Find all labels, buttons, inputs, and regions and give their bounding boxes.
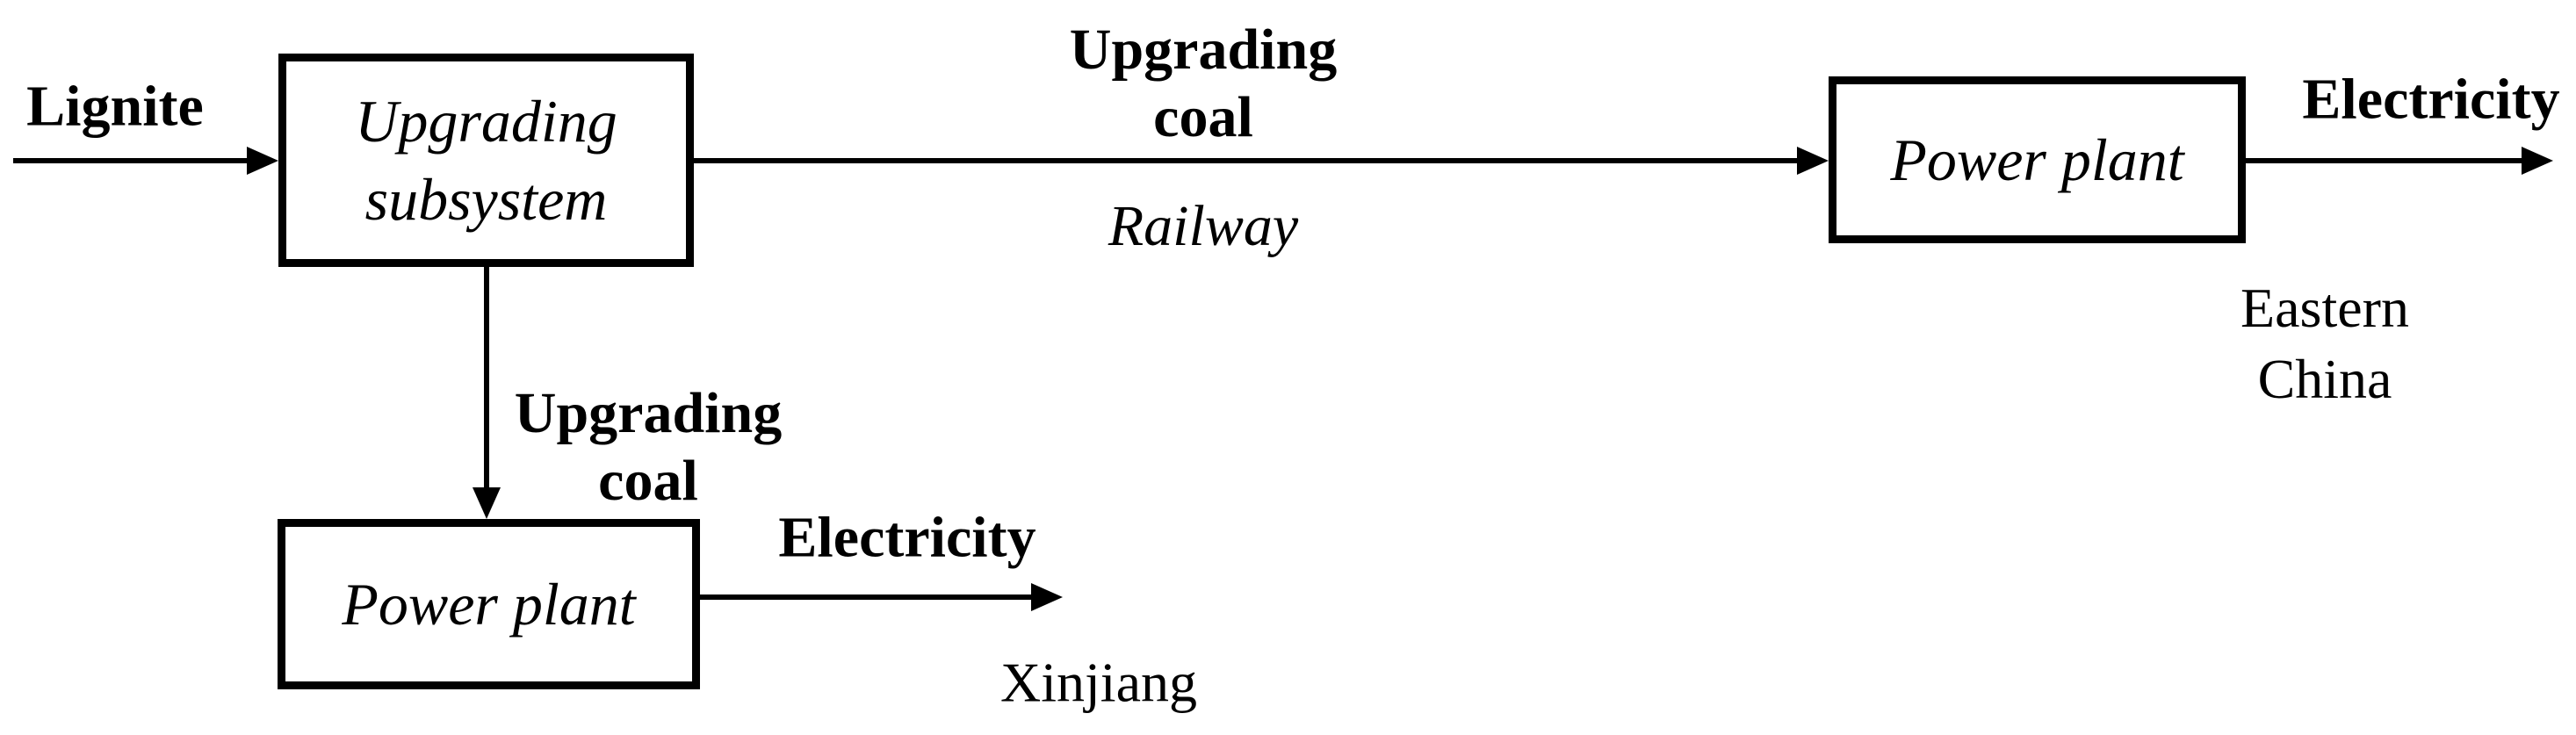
power-plant-west-node: Power plant [278, 519, 700, 689]
electricity-west-label: Electricity [778, 505, 1036, 570]
upgrading-coal-local-label-line2: coal [598, 449, 698, 513]
railway-mode-label: Railway [1108, 194, 1299, 258]
upgrading-coal-rail-label: Upgrading coal [1070, 16, 1337, 151]
power-plant-east-node: Power plant [1829, 76, 2246, 243]
electricity-west-arrow-line [700, 594, 1031, 600]
lignite-arrowhead-icon [247, 147, 278, 175]
eastern-china-region-line2: China [2257, 348, 2392, 410]
lignite-arrow-line [13, 158, 249, 163]
electricity-east-arrowhead-icon [2522, 147, 2553, 175]
eastern-china-region-line1: Eastern [2240, 277, 2409, 339]
upgrading-coal-local-label-line1: Upgrading [514, 381, 783, 445]
lignite-label: Lignite [26, 74, 204, 139]
eastern-china-region-label: Eastern China [2240, 272, 2409, 414]
local-coal-arrowhead-icon [473, 487, 501, 519]
upgrading-subsystem-node: Upgrading subsystem [278, 54, 694, 267]
electricity-east-label: Electricity [2302, 67, 2560, 132]
xinjiang-region-label: Xinjiang [1000, 651, 1197, 714]
upgrading-subsystem-label: Upgrading subsystem [355, 83, 617, 238]
upgrading-coal-rail-label-line1: Upgrading [1069, 18, 1338, 82]
power-plant-east-label: Power plant [1890, 126, 2184, 193]
local-coal-arrow-line [484, 267, 489, 489]
electricity-east-arrow-line [2246, 158, 2522, 163]
railway-arrow-line [694, 158, 1799, 163]
upgrading-coal-rail-label-line2: coal [1153, 85, 1253, 149]
power-plant-west-label: Power plant [342, 570, 636, 638]
upgrading-subsystem-label-line2: subsystem [364, 165, 608, 233]
upgrading-subsystem-label-line1: Upgrading [355, 88, 617, 155]
electricity-west-arrowhead-icon [1031, 583, 1063, 611]
upgrading-coal-local-label: Upgrading coal [515, 379, 782, 515]
railway-arrowhead-icon [1797, 147, 1829, 175]
